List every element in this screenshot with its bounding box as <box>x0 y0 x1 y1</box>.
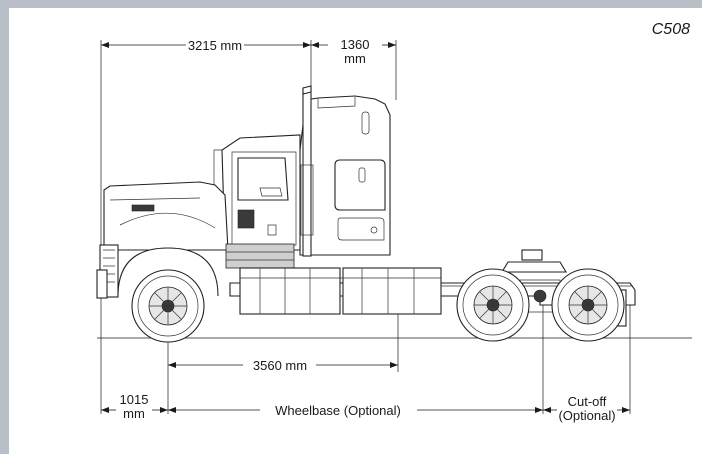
rear-wheel-2 <box>551 268 625 342</box>
dim-cutoff: Cut-off (Optional) <box>543 394 630 423</box>
cab-window <box>237 157 289 201</box>
front-wheel <box>131 269 205 343</box>
dim-label-wheelbase: Wheelbase (Optional) <box>275 403 401 418</box>
dim-3215: 3215 mm <box>101 38 311 53</box>
exhaust-stack <box>302 87 312 257</box>
dim-label-cutoff: Cut-off <box>568 394 607 409</box>
rear-wheel-1 <box>456 268 530 342</box>
dim-1015: 1015 mm <box>101 392 168 421</box>
dim-wheelbase: Wheelbase (Optional) <box>168 403 543 418</box>
dim-label-1360: 1360 <box>341 37 370 52</box>
fuel-tank-right <box>342 267 442 315</box>
fuel-tank-left <box>239 267 341 315</box>
model-code: C508 <box>652 21 690 38</box>
dim-1360: 1360 mm <box>311 37 396 66</box>
truck-illustration <box>96 85 636 343</box>
dim-label-1015: 1015 <box>120 392 149 407</box>
hood <box>103 181 229 251</box>
hood-badge <box>131 204 155 212</box>
dim-3560: 3560 mm <box>168 358 398 373</box>
fifth-wheel <box>501 261 567 273</box>
dim-label-cutoff-optional: (Optional) <box>558 408 615 423</box>
dim-label-1015-unit: mm <box>123 406 145 421</box>
dim-label-3560: 3560 mm <box>253 358 307 373</box>
dim-label-1360-unit: mm <box>344 51 366 66</box>
front-bumper <box>96 269 108 299</box>
dim-label-3215: 3215 mm <box>188 38 242 53</box>
step-box <box>225 243 295 269</box>
